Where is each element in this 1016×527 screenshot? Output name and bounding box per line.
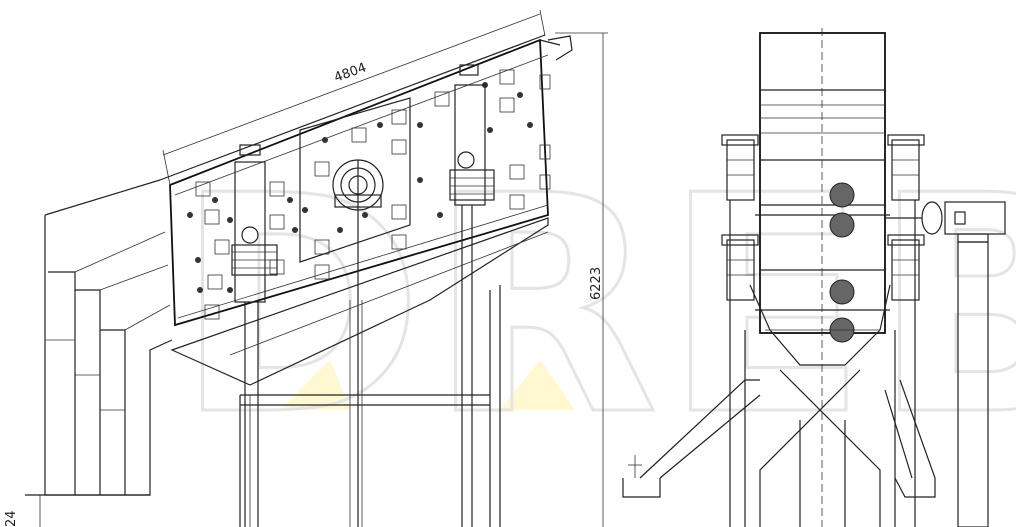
feed-hopper [44,179,173,496]
spring-support-right [449,64,495,527]
side-view: 4804 [4,9,608,527]
screen-box [169,38,549,327]
end-springs-left [721,134,759,301]
end-box [759,32,886,334]
watermark-text: DREB [175,132,1016,481]
height-label: 6223 [589,267,604,300]
watermark: DREB [174,131,1016,483]
exciter-motor-icon [332,159,384,527]
central-panel [299,97,411,263]
end-springs-right [887,134,925,301]
spring-support-left [231,144,278,527]
height-dimension: 6223 [555,32,608,527]
base-dimension-label: 24 [4,510,19,527]
length-label: 4804 [332,60,368,85]
end-legs [622,200,936,527]
support-frame-side [239,285,501,527]
end-view [622,28,1006,527]
discharge-chute [170,217,549,386]
exciter-discs [829,182,855,343]
